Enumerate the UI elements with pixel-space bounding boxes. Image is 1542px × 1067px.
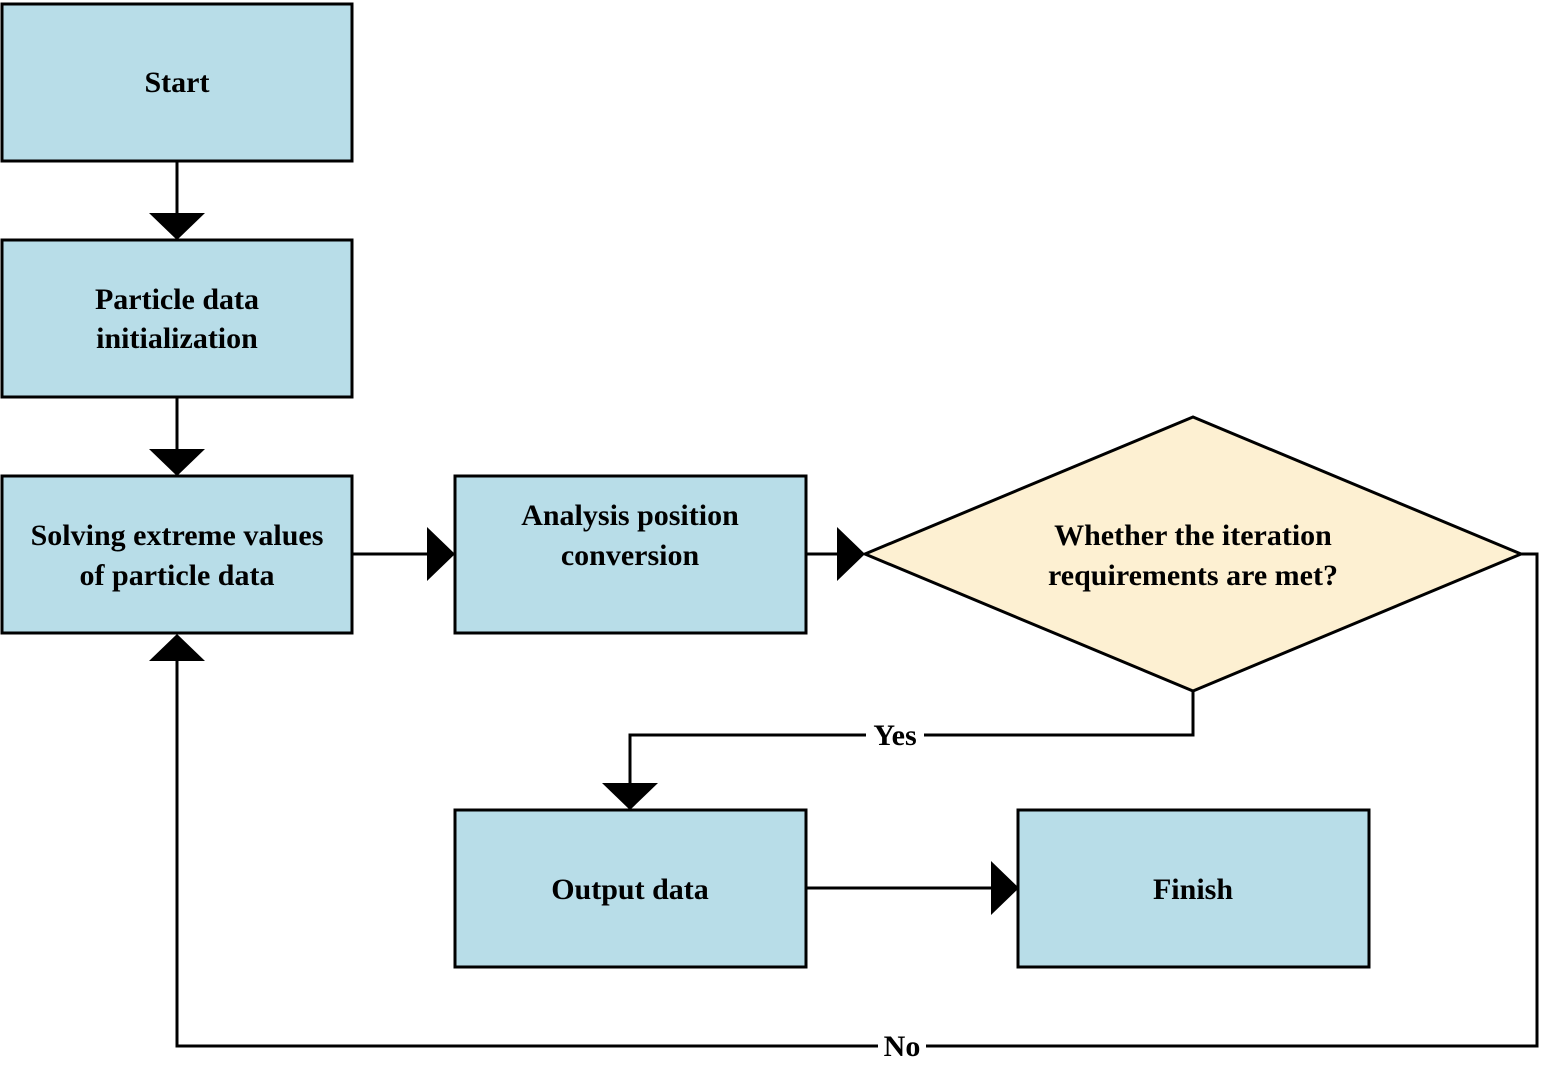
solve-label-line2: of particle data [80,559,275,592]
arrow-down-icon [149,449,205,476]
init-box [0,238,354,399]
decision-label-line2: requirements are met? [1048,559,1338,592]
edge-label-yes: Yes [873,719,916,752]
node-solve: Solving extreme values of particle data [0,474,354,635]
solve-box [0,474,354,635]
init-label-line2: initialization [96,322,258,355]
analysis-label-line2: conversion [561,539,700,572]
output-box [453,808,808,969]
solve-label-line1: Solving extreme values [31,519,324,552]
no-label-bg [878,1030,926,1064]
finish-label: Finish [1153,873,1233,906]
node-finish: Finish [1016,808,1371,969]
node-analysis: Analysis position conversion [453,474,808,635]
decision-diamond [861,415,1525,693]
start-box [0,2,354,163]
analysis-box [453,474,808,635]
connectors: Yes No [149,161,1539,1064]
arrow-down-icon [149,213,205,240]
node-init: Particle data initialization [0,238,354,399]
edge-label-no: No [884,1030,921,1063]
arrow-right-icon [837,527,865,581]
analysis-label-line1: Analysis position [521,499,739,532]
finish-box [1016,808,1371,969]
output-label: Output data [551,873,709,906]
arrow-down-icon [602,783,658,810]
arrow-right-icon [991,861,1019,915]
edge-decision-solve-no [175,552,1539,1048]
yes-label-bg [866,718,924,752]
arrow-right-icon [427,527,455,581]
arrow-up-icon [149,634,205,661]
start-label: Start [145,66,210,99]
node-start: Start [0,2,354,163]
init-label-line1: Particle data [95,283,259,316]
node-output: Output data [453,808,808,969]
node-decision: Whether the iteration requirements are m… [861,415,1525,693]
decision-label-line1: Whether the iteration [1054,519,1332,552]
